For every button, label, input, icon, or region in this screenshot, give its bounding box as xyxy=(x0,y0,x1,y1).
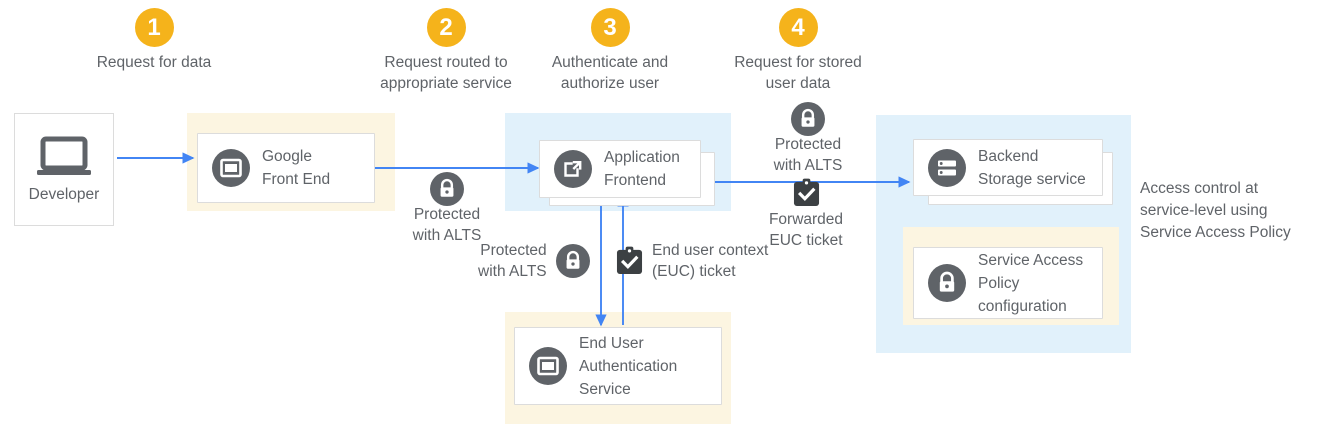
lock-icon xyxy=(928,264,966,302)
annotation-alts-af-to-backend-label: Protected with ALTS xyxy=(773,136,843,174)
step-3-badge: 3 xyxy=(590,8,630,47)
annotation-euc-ticket-label: End user context (EUC) ticket xyxy=(652,242,769,280)
step-4-badge: 4 xyxy=(778,8,818,47)
node-developer[interactable]: Developer xyxy=(14,113,114,226)
node-service-access-policy[interactable]: Service Access Policy configuration xyxy=(913,247,1103,319)
side-note-access-control: Access control at service-level using Se… xyxy=(1140,180,1291,241)
annotation-alts-af-to-euc-label: Protected with ALTS xyxy=(478,242,547,280)
laptop-icon xyxy=(35,136,93,178)
step-1-badge: 1 xyxy=(134,8,174,47)
google-front-end-label: Google Front End xyxy=(262,148,331,188)
clipboard-check-icon xyxy=(616,246,643,276)
step-4-label: Request for stored user data xyxy=(734,54,862,92)
step-2-label: Request routed to appropriate service xyxy=(380,54,512,92)
step-2-badge: 2 xyxy=(426,8,466,47)
lock-icon xyxy=(791,102,825,136)
node-backend-storage[interactable]: Backend Storage service xyxy=(913,139,1103,196)
step-2: 2 Request routed to appropriate service xyxy=(370,8,522,94)
node-google-front-end[interactable]: Google Front End xyxy=(197,133,375,203)
clipboard-check-icon xyxy=(793,178,820,208)
annotation-alts-gfe-to-af-label: Protected with ALTS xyxy=(412,206,482,244)
step-3-label: Authenticate and authorize user xyxy=(551,54,669,92)
window-icon xyxy=(529,347,567,385)
step-3: 3 Authenticate and authorize user xyxy=(534,8,686,94)
annotation-alts-af-to-euc: Protected with ALTS xyxy=(478,240,590,282)
node-euc-service[interactable]: End User Authentication Service xyxy=(514,327,722,405)
lock-icon xyxy=(555,244,590,278)
annotation-alts-af-to-backend: Protected with ALTS xyxy=(760,102,856,176)
open-in-new-icon xyxy=(554,150,592,188)
window-icon xyxy=(212,149,250,187)
annotation-forwarded-euc-ticket: Forwarded EUC ticket xyxy=(758,178,854,251)
lock-icon xyxy=(430,172,464,206)
annotation-forwarded-euc-ticket-label: Forwarded EUC ticket xyxy=(768,211,844,249)
developer-label: Developer xyxy=(28,185,100,203)
database-icon xyxy=(928,148,966,187)
service-access-policy-label: Service Access Policy configuration xyxy=(978,251,1084,315)
application-frontend-label: Application Frontend xyxy=(604,149,680,189)
euc-service-label: End User Authentication Service xyxy=(579,334,678,398)
step-1: 1 Request for data xyxy=(88,8,220,73)
step-1-label: Request for data xyxy=(96,54,212,71)
step-4: 4 Request for stored user data xyxy=(722,8,874,94)
annotation-euc-ticket: End user context (EUC) ticket xyxy=(616,240,768,282)
backend-storage-label: Backend Storage service xyxy=(978,147,1086,188)
node-application-frontend[interactable]: Application Frontend xyxy=(539,140,701,198)
annotation-alts-gfe-to-af: Protected with ALTS xyxy=(406,172,488,246)
